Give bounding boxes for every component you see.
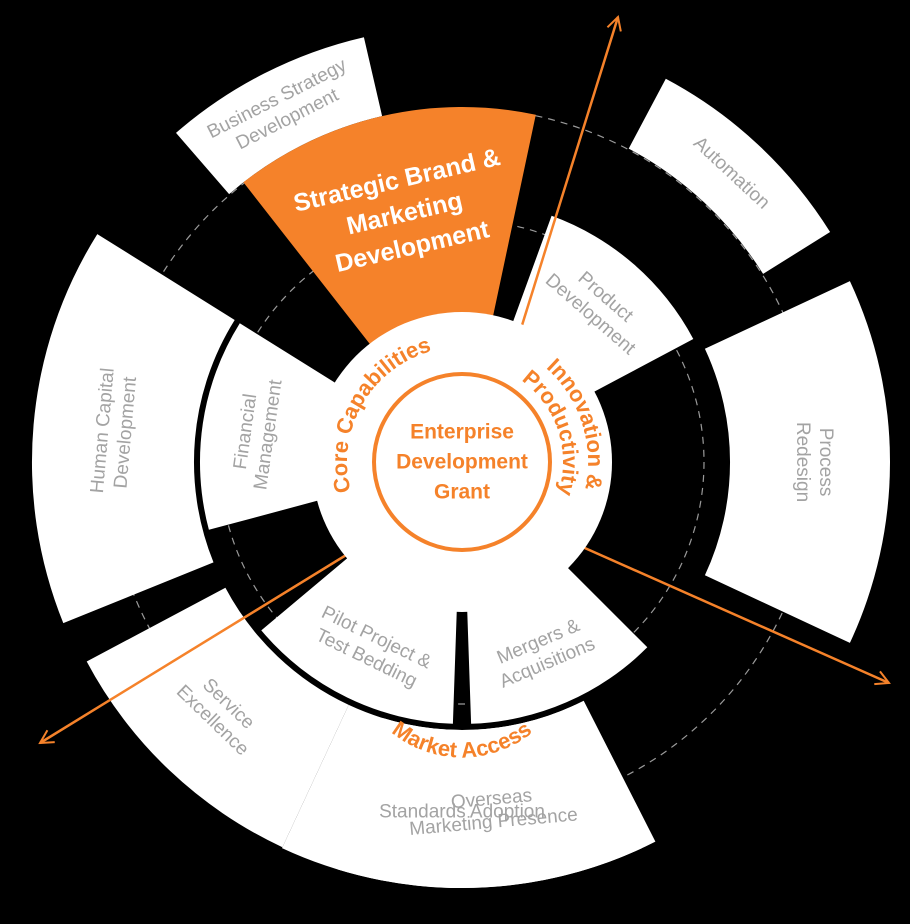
automation-segment bbox=[628, 78, 831, 274]
arrow-right bbox=[550, 531, 889, 683]
strategic-brand-segment bbox=[243, 107, 536, 346]
human-capital-segment bbox=[31, 234, 235, 624]
process-redesign-label-line: Redesign bbox=[792, 422, 813, 502]
center-label-line: Grant bbox=[434, 481, 490, 504]
financial-management-segment bbox=[199, 323, 337, 530]
center-label-line: Enterprise bbox=[410, 421, 514, 444]
pilot-project-segment bbox=[261, 557, 457, 724]
arrow-left bbox=[40, 531, 383, 743]
process-redesign-segment bbox=[704, 281, 891, 643]
business-strategy-segment bbox=[176, 37, 383, 195]
standards-adoption-label: Standards Adoption bbox=[379, 802, 545, 823]
center-ring bbox=[372, 372, 552, 552]
standards-adoption-segment bbox=[282, 704, 642, 888]
mergers-acquisitions-segment bbox=[467, 566, 648, 724]
center-label-line: Development bbox=[396, 451, 528, 474]
service-excellence-segment bbox=[86, 587, 349, 848]
process-redesign-label-line: Process bbox=[815, 428, 836, 497]
standards-adoption-label-line: Standards Adoption bbox=[379, 802, 545, 823]
